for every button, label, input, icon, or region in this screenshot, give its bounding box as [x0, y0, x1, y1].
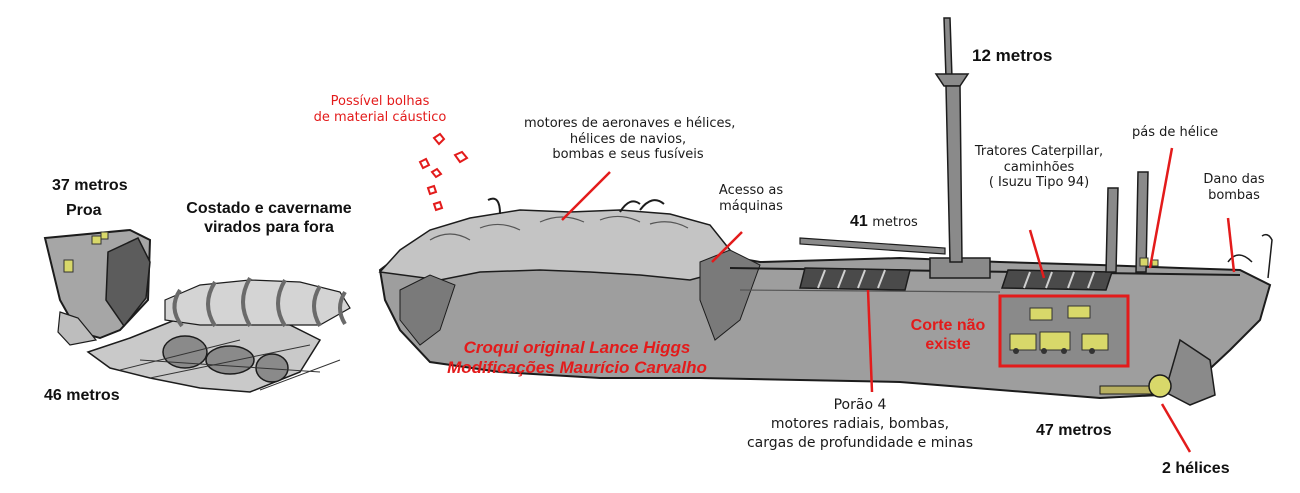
label-tractors: Tratores Caterpillar, caminhões ( Isuzu …	[964, 144, 1114, 191]
label-engine-access-line2: máquinas	[719, 198, 783, 214]
caustic-bubbles	[418, 132, 469, 212]
label-propeller-blades: pás de hélice	[1132, 125, 1219, 140]
hull-frames-section	[86, 276, 351, 393]
label-aircraft-engines-line2: hélices de navios,	[569, 131, 687, 147]
label-hull-frames: Costado e cavername virados para fora	[172, 199, 366, 237]
label-hold4-line1: Porão 4	[833, 397, 887, 413]
label-stern-depth-value: 47	[1036, 422, 1054, 439]
label-stern-depth-unit: metros	[1058, 422, 1112, 439]
label-bow-depth: 37 metros	[52, 177, 128, 194]
label-aircraft-engines: motores de aeronaves e hélices, hélices …	[524, 116, 736, 163]
label-tractors-line1: Tratores Caterpillar,	[974, 144, 1104, 159]
label-engine-access: Acesso as máquinas	[706, 183, 796, 214]
label-bomb-damage-line1: Dano das	[1203, 172, 1265, 187]
label-caustic-bubbles: Possível bolhas de material cáustico	[310, 94, 450, 125]
annotation-leaders	[561, 147, 1236, 453]
label-tractors-line3: ( Isuzu Tipo 94)	[988, 175, 1090, 191]
label-caustic-line1: Possível bolhas	[330, 94, 430, 109]
label-bow-seabed-depth: 46 metros	[44, 387, 120, 404]
label-cut-not-exist-line1: Corte não	[910, 317, 986, 334]
label-hold4-line3: cargas de profundidade e minas	[746, 434, 974, 451]
label-midship-depth-value: 41	[850, 213, 868, 230]
label-stern-depth: 47 metros	[1036, 421, 1112, 440]
label-hull-frames-line1: Costado e cavername	[186, 200, 352, 217]
label-hold4-line2: motores radiais, bombas,	[770, 415, 950, 432]
label-bow: Proa	[66, 202, 102, 219]
label-cut-not-exist: Corte não existe	[900, 316, 996, 354]
label-bomb-damage-line2: bombas	[1208, 187, 1260, 203]
label-bomb-damage: Dano das bombas	[1196, 172, 1272, 203]
label-credit-line2: Modificações Maurício Carvalho	[447, 358, 707, 378]
cargo-cutaway	[998, 294, 1130, 368]
bow-section	[43, 228, 152, 346]
label-aircraft-engines-line3: bombas e seus fusíveis	[552, 147, 704, 163]
label-mast-height: 12 metros	[972, 46, 1053, 65]
label-cut-not-exist-line2: existe	[925, 336, 971, 354]
label-credit: Croqui original Lance Higgs Modificações…	[432, 338, 722, 379]
label-engine-access-line1: Acesso as	[718, 183, 784, 198]
label-midship-depth-unit: metros	[872, 215, 918, 230]
label-credit-line1: Croqui original Lance Higgs	[463, 338, 691, 357]
label-propellers: 2 hélices	[1162, 460, 1230, 477]
label-tractors-line2: caminhões	[1003, 159, 1075, 175]
label-midship-depth: 41 metros	[850, 212, 918, 231]
label-caustic-line2: de material cáustico	[313, 109, 447, 125]
label-hull-frames-line2: virados para fora	[204, 219, 334, 237]
label-aircraft-engines-line1: motores de aeronaves e hélices,	[524, 116, 736, 131]
label-hold4: Porão 4 motores radiais, bombas, cargas …	[734, 396, 986, 453]
